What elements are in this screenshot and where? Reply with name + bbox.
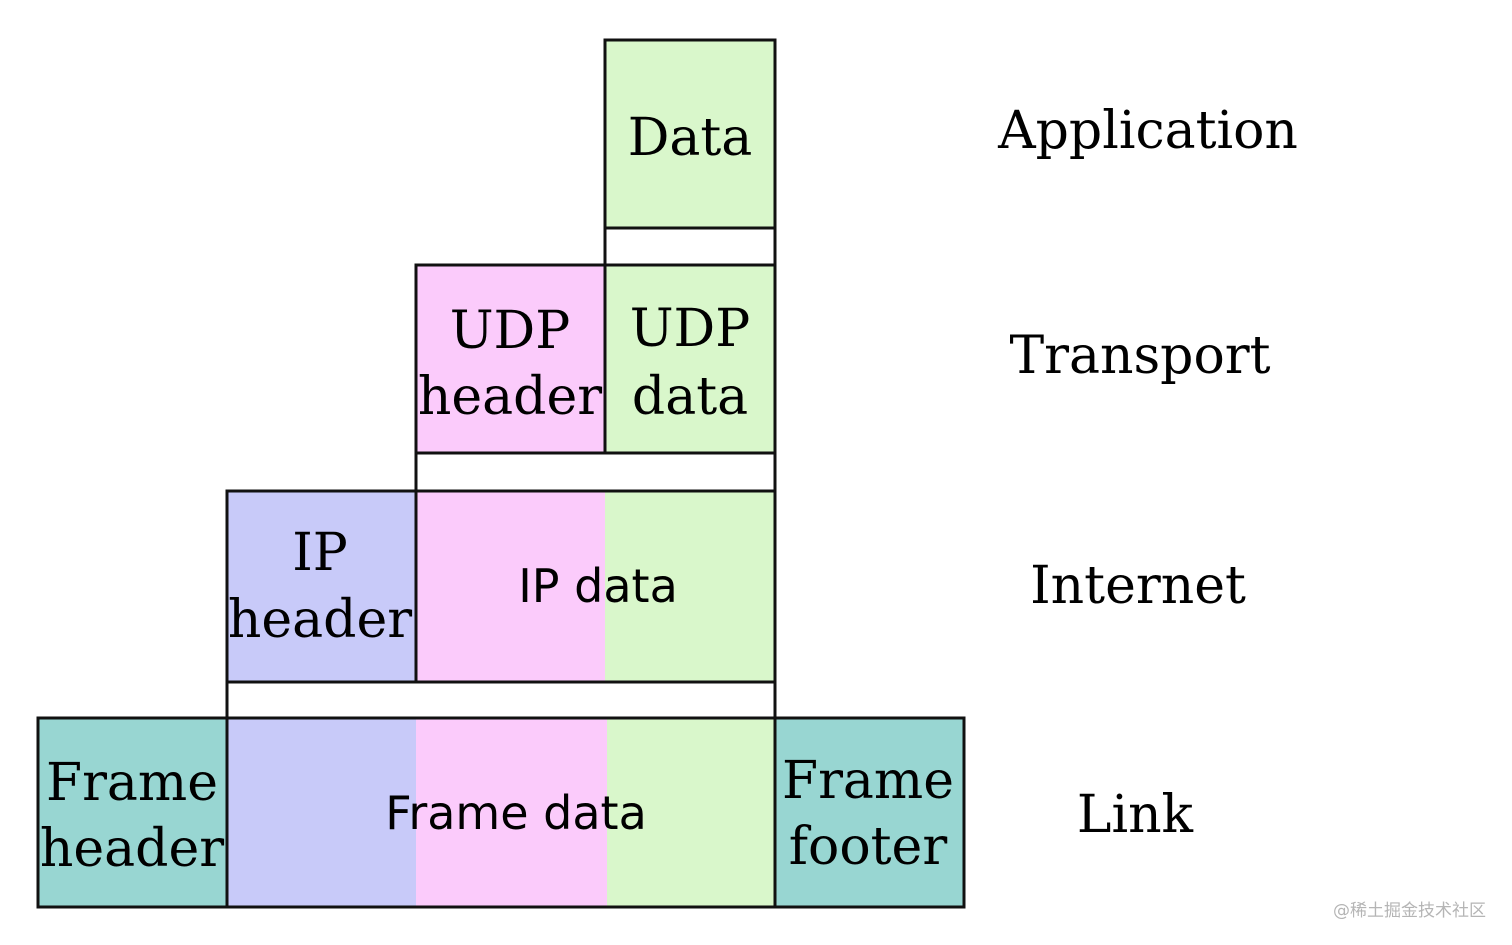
ip-header-label-line2: header [228,590,412,650]
udp-header-label-line2: header [418,367,602,427]
frame-data-blue-part [227,718,416,907]
frame-footer-label-line1: Frame [782,751,954,811]
frame-footer-box [773,716,966,909]
application-data-label: Data [628,108,753,168]
ip-header-label-line1: IP [292,523,348,583]
layer-label-link: Link [1077,785,1194,845]
udp-data-label-line1: UDP [630,299,751,359]
frame-footer-label-line2: footer [789,817,948,877]
ip-data-green-part [605,491,775,682]
watermark: @稀土掘金技术社区 [1333,901,1486,921]
frame-header-label-line1: Frame [46,753,218,813]
ip-header-box [225,489,418,684]
connector-internet-link [225,680,777,720]
application-row: Data [603,38,777,230]
udp-header-label-line1: UDP [450,301,571,361]
udp-data-label-line2: data [632,367,748,427]
udp-header-box [414,263,607,455]
link-row: Frame header Frame data Frame footer [36,716,966,909]
udp-data-box [603,263,777,455]
frame-data-green-part [607,718,775,907]
ip-data-pink-part [416,491,605,682]
frame-header-box [36,716,229,909]
frame-data-pink-part [416,718,607,907]
layer-label-application: Application [997,101,1298,161]
layer-label-internet: Internet [1030,556,1246,616]
connector-application-transport [603,226,777,267]
connector-transport-internet [414,451,777,493]
ip-data-label: IP data [518,559,678,613]
frame-header-label-line2: header [40,819,224,879]
frame-data-label: Frame data [385,786,647,840]
layer-label-transport: Transport [1009,326,1270,386]
application-data-box [603,38,777,230]
internet-row: IP header IP data [225,489,777,684]
transport-row: UDP header UDP data [414,263,777,455]
